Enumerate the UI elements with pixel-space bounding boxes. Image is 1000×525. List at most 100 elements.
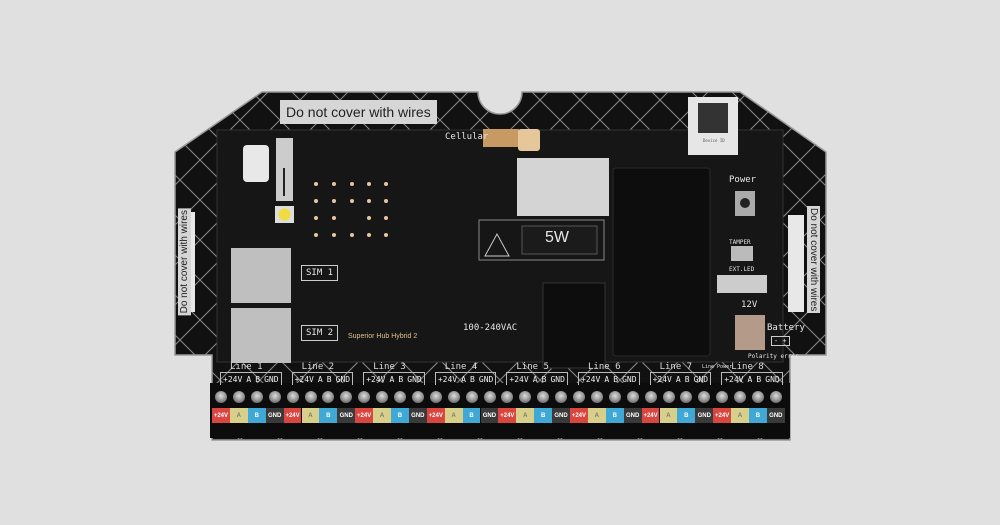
terminal-screw[interactable] [232,391,245,403]
terminal-screw[interactable] [394,391,406,403]
terminal-pin: +24V [355,408,374,423]
pin-header-label: B [756,374,762,384]
12v-label: 12V [741,300,758,310]
terminal-screw[interactable] [626,391,639,403]
terminal-screw[interactable] [304,391,317,403]
terminal-screw[interactable] [769,391,782,403]
terminal-pin: B [319,408,338,423]
terminal-screw[interactable] [340,391,353,403]
pin-header-label: B [684,374,690,384]
terminal-screw[interactable] [680,391,693,403]
product-name: Superior Hub Hybrid 2 [348,333,418,340]
polarity-error-label: Polarity error [748,353,799,360]
terminal-screw[interactable] [644,391,657,403]
terminal-screw[interactable] [555,391,568,403]
terminal-screw[interactable] [358,391,371,403]
terminal-screw[interactable] [465,391,478,403]
terminal-pin: B [462,408,481,423]
line-label: Line 2 [301,362,335,372]
terminal-pin: B [605,408,624,423]
cellular-label: Cellular [445,132,489,142]
pin-header-label: +24V [724,374,744,384]
terminal-screw[interactable] [483,391,496,403]
tamper-label: TAMPER [729,239,751,246]
terminal-screw[interactable] [537,391,550,403]
pin-header-label: B [470,374,475,384]
terminal-pin: A [516,408,535,423]
terminal-screw[interactable] [250,391,263,403]
terminal-screw[interactable] [716,391,729,403]
terminal-pin: A [229,408,248,423]
line-label: Line 4 [444,362,478,372]
terminal-pin: B [247,408,266,423]
sim1-label: SIM 1 [301,265,339,281]
terminal-screw[interactable] [662,391,675,403]
terminal-screw[interactable] [376,391,389,403]
power-button-label[interactable]: Power [729,175,757,185]
line-label: Line 5 [516,362,549,372]
battery-label: Battery [767,323,805,333]
terminal-screw[interactable] [215,391,227,403]
pin-header-label: GND [335,374,351,384]
device-id-label: Device ID [703,138,725,143]
pin-header-label: GND [478,374,494,384]
terminal-pin: GND [408,408,427,423]
line-label: Line 3 [373,362,406,372]
pin-header-label: GND [693,374,709,384]
terminal-screw[interactable] [411,391,424,403]
pin-header-label: A [246,374,252,384]
pin-header-label: +24V [581,374,601,384]
pin-header-label: A [747,374,753,384]
terminal-screw[interactable] [429,391,442,403]
terminal-screw[interactable] [447,391,460,403]
terminal-screw[interactable] [752,391,764,403]
terminal-pin: +24V [283,408,302,423]
pin-header-label: A [317,374,323,384]
terminal-screw[interactable] [286,391,299,403]
terminal-pin: +24V [212,408,230,423]
pin-header-label: +24V [652,374,672,384]
line-label: Line 7 [659,362,693,372]
terminal-screw[interactable] [608,391,621,403]
line-label: Line 8 [731,362,764,372]
pin-header-label: A [461,374,466,384]
terminal-pin: +24V [641,408,660,423]
terminal-pin: B [749,408,767,423]
terminal-screw[interactable] [573,391,585,403]
terminal-pin: B [677,408,696,423]
voltage-label: 100-240VAC [463,323,518,333]
terminal-screw[interactable] [501,391,514,403]
terminal-screw[interactable] [734,391,747,403]
terminal-pin: GND [337,408,356,423]
pin-header-label: B [398,374,404,384]
sticker-right: Do not cover with wires [807,206,820,314]
terminal-pin: GND [265,408,284,423]
terminal-screw[interactable] [698,391,711,403]
pin-header-label: B [613,374,619,384]
sticker-left: Do not cover with wires [178,208,191,316]
terminal-pin: A [659,408,678,423]
terminal-pin: A [444,408,463,423]
terminal-pin: B [534,408,553,423]
terminal-pin: GND [552,408,570,423]
pin-header-label: +24V [509,374,529,384]
line-label: Line 1 [230,362,263,372]
terminal-screw[interactable] [268,391,281,403]
terminal-screw[interactable] [590,391,603,403]
pin-header-label: GND [264,374,279,384]
terminal-screw[interactable] [322,391,335,403]
sim2-label: SIM 2 [301,325,339,341]
pin-header-label: B [255,374,261,384]
pin-header-label: B [541,374,547,384]
terminal-pin: +24V [426,408,445,423]
pin-header-label: +24V [223,374,243,384]
line-label: Line 6 [588,362,621,372]
terminal-screw[interactable] [519,391,532,403]
